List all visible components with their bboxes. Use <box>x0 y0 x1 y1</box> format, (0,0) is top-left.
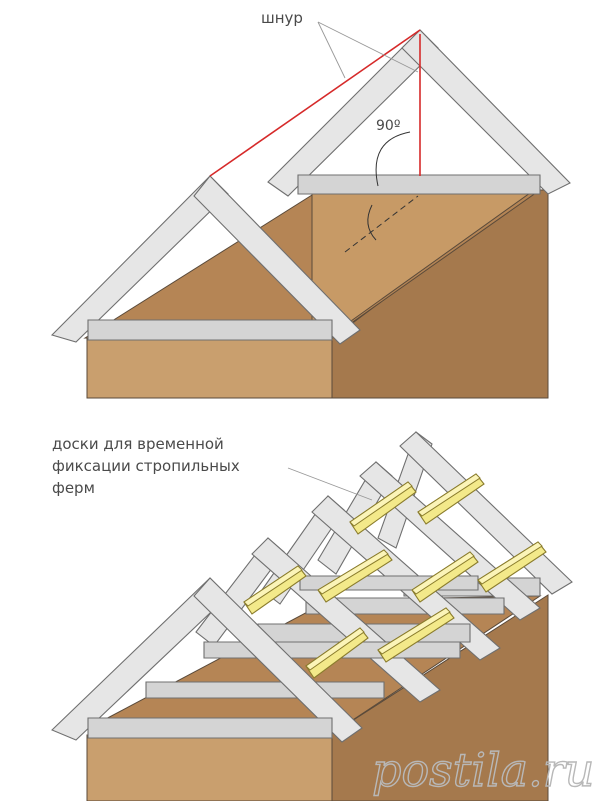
top-wall-front <box>86 337 333 399</box>
temporary-boards <box>243 473 547 679</box>
bottom-diagram: доски для временной фиксации стропильных… <box>51 431 573 801</box>
board-8 <box>377 607 455 663</box>
board-5 <box>411 551 479 603</box>
top-dashed-guide <box>344 195 419 253</box>
tie-1 <box>145 681 385 699</box>
board-1 <box>349 481 417 535</box>
boards-label-line-1: доски для временной <box>52 435 224 453</box>
truss-front <box>51 577 363 743</box>
top-diagram: шнур 90º <box>50 9 571 399</box>
angle-arc <box>375 131 411 187</box>
cord-line <box>209 29 421 177</box>
board-2 <box>417 473 485 525</box>
boards-label-line-3: ферм <box>52 479 95 497</box>
board-6 <box>477 541 547 593</box>
cord-pointer-1 <box>317 21 346 79</box>
boards-label-line-2: фиксации стропильных <box>52 457 240 475</box>
board-3 <box>243 565 307 615</box>
cord-pointer-2 <box>317 21 419 73</box>
bottom-wall-front <box>86 734 333 801</box>
cord-label: шнур <box>261 9 303 27</box>
top-front-truss <box>50 175 361 345</box>
board-7 <box>305 627 369 679</box>
watermark: postila.ru <box>372 743 594 797</box>
angle-label: 90º <box>376 118 400 134</box>
boards-pointer <box>287 467 373 501</box>
board-4 <box>317 549 393 603</box>
top-back-truss <box>267 29 571 197</box>
